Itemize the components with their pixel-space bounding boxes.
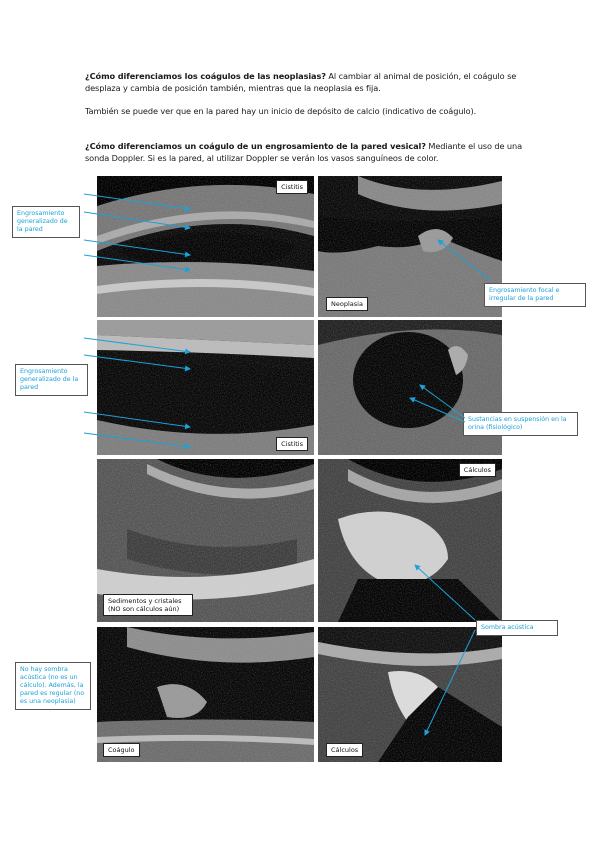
image-label-sediments: Sedimentos y cristales (NO son cálculos … <box>103 594 193 616</box>
image-label-coagulo: Coágulo <box>103 743 140 757</box>
image-label-neoplasia: Neoplasia <box>326 297 368 311</box>
callout-engrosamiento-focal: Engrosamiento focal e irregular de la pa… <box>484 283 586 307</box>
paragraph-question-1: ¿Cómo diferenciamos los coágulos de las … <box>85 71 326 81</box>
ultrasound-image-sediments: Sedimentos y cristales (NO son cálculos … <box>97 459 314 622</box>
paragraph-answer-1: Al cambiar al animal de posición, el coá… <box>85 71 517 93</box>
ultrasound-image-calculos-1: Cálculos <box>318 459 502 622</box>
image-label-calculos-1: Cálculos <box>458 463 496 477</box>
paragraph-clot-vs-wall: ¿Cómo diferenciamos un coágulo de un eng… <box>85 140 525 164</box>
paragraph-answer-2: Mediante el uso de una sonda Doppler. Si… <box>85 141 523 163</box>
ultrasound-image-calculos-2: Cálculos <box>318 627 502 762</box>
ultrasound-image-cistitis-2: Cistitis <box>97 320 314 455</box>
paragraph-calcium: También se puede ver que en la pared hay… <box>85 106 477 116</box>
callout-no-sombra: No hay sombra acústica (no es un cálculo… <box>15 662 91 710</box>
callout-engrosamiento-1: Engrosamiento generalizado de la pared <box>12 206 80 238</box>
paragraph-clots-vs-neoplasia: ¿Cómo diferenciamos los coágulos de las … <box>85 70 525 94</box>
image-label-calculos-2: Cálculos <box>326 743 364 757</box>
image-label-cistitis-1: Cistitis <box>276 180 308 194</box>
image-label-cistitis-2: Cistitis <box>276 437 308 451</box>
ultrasound-image-neoplasia: Neoplasia <box>318 176 502 317</box>
ultrasound-image-coagulo: Coágulo <box>97 627 314 762</box>
callout-sombra-acustica: Sombra acústica <box>476 620 558 636</box>
ultrasound-image-cistitis-1: Cistitis <box>97 176 314 317</box>
paragraph-question-2: ¿Cómo diferenciamos un coágulo de un eng… <box>85 141 426 151</box>
callout-sustancias: Sustancias en suspensión en la orina (fi… <box>463 412 578 436</box>
callout-engrosamiento-2: Engrosamiento generalizado de la pared <box>15 364 88 396</box>
